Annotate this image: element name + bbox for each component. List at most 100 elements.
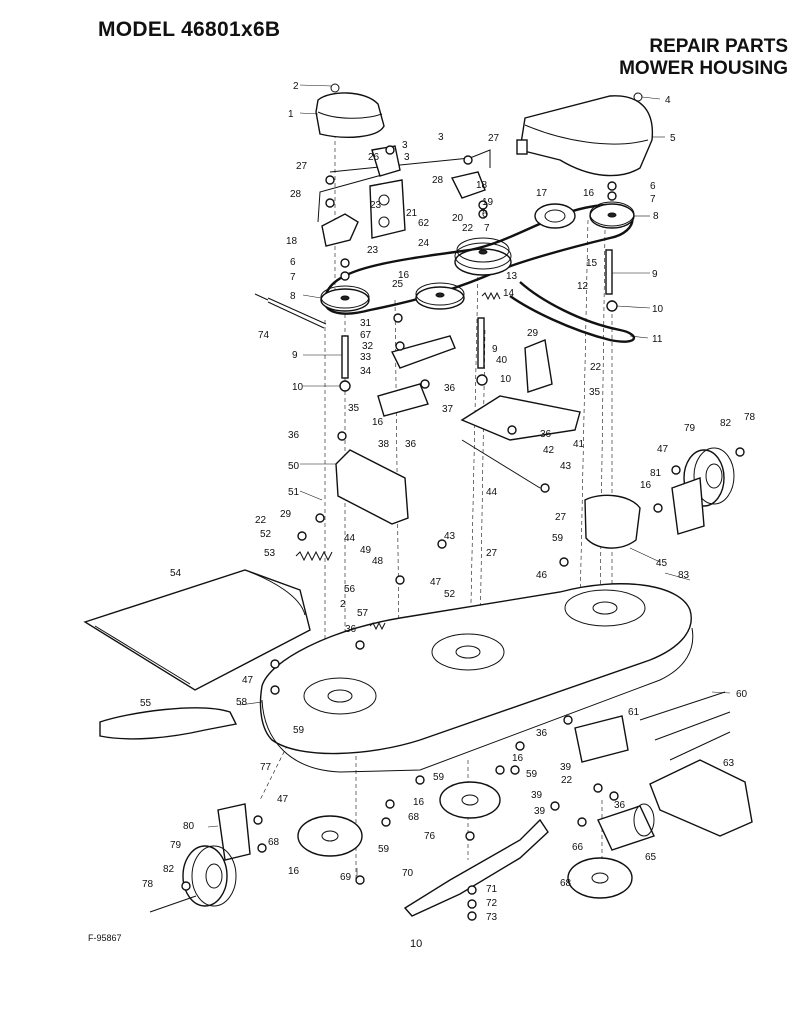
callout-19: 19 <box>482 197 494 208</box>
callout-59-center: 59 <box>433 772 445 783</box>
bracket-63 <box>649 759 753 837</box>
callout-29-left: 29 <box>280 509 292 520</box>
spring-14 <box>481 291 501 301</box>
rod-44 <box>461 439 541 489</box>
pulley-center-double <box>454 237 512 276</box>
callout-81: 81 <box>650 468 662 479</box>
callout-2: 2 <box>293 81 299 92</box>
callout-82-lower: 82 <box>163 864 175 875</box>
pulley-right-spoked <box>534 201 635 229</box>
callout-21: 21 <box>406 208 418 219</box>
callout-22-lower: 22 <box>561 775 573 786</box>
callout-57: 57 <box>357 608 369 619</box>
callout-63: 63 <box>723 758 735 769</box>
callout-62: 62 <box>418 218 430 229</box>
callout-31: 31 <box>360 318 372 329</box>
callout-20: 20 <box>452 213 464 224</box>
callout-26: 26 <box>368 152 380 163</box>
callout-10-right: 10 <box>652 304 664 315</box>
callout-45: 45 <box>656 558 668 569</box>
bracket-37 <box>377 383 429 417</box>
callout-47-center: 47 <box>430 577 442 588</box>
callout-18-left: 18 <box>286 236 298 247</box>
callout-6-center: 6 <box>482 209 488 220</box>
callout-27-mid: 27 <box>486 548 498 559</box>
callout-40: 40 <box>496 355 508 366</box>
callout-16-right: 16 <box>583 188 595 199</box>
callout-35-left: 35 <box>348 403 360 414</box>
callout-47-left: 47 <box>242 675 254 686</box>
callout-12: 12 <box>577 281 589 292</box>
callout-2-lower: 2 <box>340 599 346 610</box>
callout-68-right: 68 <box>560 878 572 889</box>
callout-44-left: 44 <box>344 533 356 544</box>
callout-29-right: 29 <box>527 328 539 339</box>
callout-76: 76 <box>424 831 436 842</box>
callout-78-upper: 78 <box>744 412 756 423</box>
callout-79-lower: 79 <box>170 840 182 851</box>
callout-59-left: 59 <box>378 844 390 855</box>
callout-82-upper: 82 <box>720 418 732 429</box>
callout-39-upper: 39 <box>560 762 572 773</box>
callout-27-right: 27 <box>555 512 567 523</box>
idler-bracket-right <box>450 171 486 199</box>
heading-line-repair-parts: REPAIR PARTS <box>649 36 788 57</box>
callout-36-right: 36 <box>540 429 552 440</box>
callout-16-bottom: 16 <box>288 866 300 877</box>
callout-36-roller: 36 <box>614 800 626 811</box>
part-number-callouts: 2 1 4 5 3 27 3 3 26 27 28 18 28 23 19 21… <box>140 81 756 923</box>
callout-43-lower: 43 <box>444 531 456 542</box>
page-number: 10 <box>410 938 423 950</box>
callout-16-left: 16 <box>372 417 384 428</box>
callout-39-lower: 39 <box>534 806 546 817</box>
deflector-55 <box>99 707 238 740</box>
callout-34: 34 <box>360 366 372 377</box>
callout-35-right: 35 <box>589 387 601 398</box>
callout-52-left: 52 <box>260 529 272 540</box>
callout-5: 5 <box>670 133 676 144</box>
callout-59-right: 59 <box>552 533 564 544</box>
callout-71: 71 <box>486 884 498 895</box>
pulley-cover-left <box>315 83 385 138</box>
callout-38: 38 <box>378 439 390 450</box>
callout-7-center: 7 <box>484 223 490 234</box>
callout-22-center: 22 <box>462 223 474 234</box>
callout-70: 70 <box>402 868 414 879</box>
callout-52-center: 52 <box>444 589 456 600</box>
callout-37: 37 <box>442 404 454 415</box>
callout-10-left: 10 <box>292 382 304 393</box>
callout-50: 50 <box>288 461 300 472</box>
callout-28-left: 28 <box>290 189 302 200</box>
discharge-chute <box>83 569 311 691</box>
callout-68-left: 68 <box>268 837 280 848</box>
callout-80: 80 <box>183 821 195 832</box>
pulley-center-left <box>415 282 465 310</box>
callout-46: 46 <box>536 570 548 581</box>
support-plate-50 <box>335 449 409 525</box>
callout-54: 54 <box>170 568 182 579</box>
callout-47-lower: 47 <box>277 794 289 805</box>
callout-74: 74 <box>258 330 270 341</box>
callout-36-deck: 36 <box>345 624 357 635</box>
drawing-code: F-95867 <box>88 933 122 943</box>
rods-60 <box>639 691 731 761</box>
callout-51: 51 <box>288 487 300 498</box>
callout-leader-lines <box>207 84 731 876</box>
idler-bracket-left <box>321 145 406 247</box>
callout-39-mid: 39 <box>531 790 543 801</box>
callout-67: 67 <box>360 330 372 341</box>
callout-79-upper: 79 <box>684 423 696 434</box>
callout-58: 58 <box>236 697 248 708</box>
callout-7-left: 7 <box>290 272 296 283</box>
callout-68-center: 68 <box>408 812 420 823</box>
callout-16-lower: 16 <box>512 753 524 764</box>
bracket-41-plate <box>460 395 581 441</box>
callout-65: 65 <box>645 852 657 863</box>
mower-blade <box>403 818 549 917</box>
callout-43-upper: 43 <box>560 461 572 472</box>
callout-17: 17 <box>536 188 548 199</box>
callout-27-top: 27 <box>488 133 500 144</box>
drive-belts <box>323 203 635 343</box>
callout-16-wheel: 16 <box>640 480 652 491</box>
